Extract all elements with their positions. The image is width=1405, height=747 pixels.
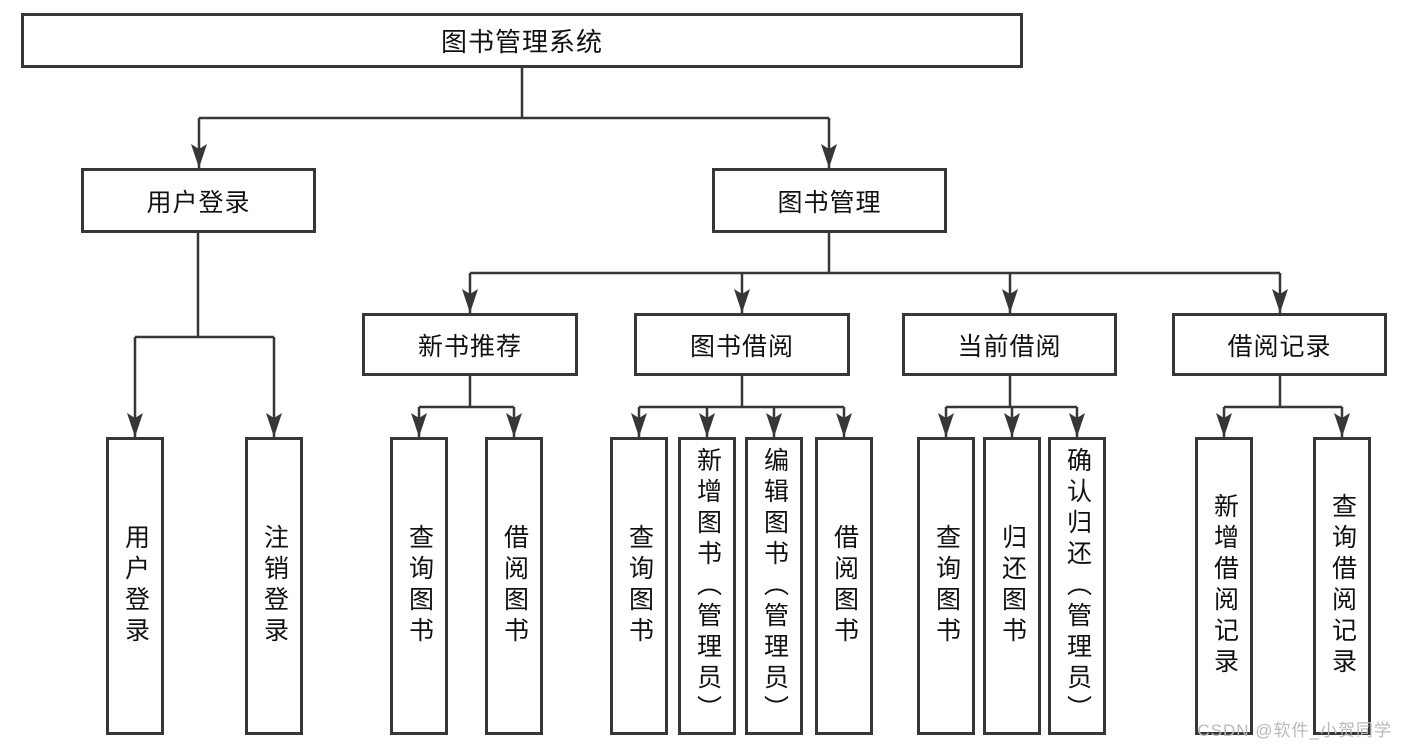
node-leaf-logout: 注销登录 xyxy=(245,437,303,735)
node-leaf-user-login: 用户登录 xyxy=(106,437,164,735)
node-leaf-query-books-recommend: 查询图书 xyxy=(390,437,448,735)
arrowhead-icons xyxy=(127,144,1350,437)
node-leaf-add-books-admin: 新增图书（管理员） xyxy=(678,437,736,735)
node-book-management: 图书管理 xyxy=(712,168,947,233)
node-library-system: 图书管理系统 xyxy=(21,13,1023,68)
node-user-login: 用户登录 xyxy=(81,168,316,233)
watermark: CSDN @软件_小贺同学 xyxy=(1197,721,1392,740)
node-leaf-add-borrow-record: 新增借阅记录 xyxy=(1195,437,1253,735)
node-leaf-edit-books-admin: 编辑图书（管理员） xyxy=(745,437,803,735)
node-leaf-return-books: 归还图书 xyxy=(983,437,1041,735)
node-leaf-borrow-books-recommend: 借阅图书 xyxy=(485,437,543,735)
node-leaf-query-books-borrow: 查询图书 xyxy=(610,437,668,735)
tree-edges xyxy=(133,68,1344,437)
node-book-borrow: 图书借阅 xyxy=(634,313,850,376)
node-leaf-query-books-current: 查询图书 xyxy=(917,437,975,735)
node-leaf-confirm-return-admin: 确认归还（管理员） xyxy=(1048,437,1106,735)
node-borrow-record: 借阅记录 xyxy=(1172,313,1387,376)
node-leaf-borrow-books: 借阅图书 xyxy=(815,437,873,735)
node-current-borrow: 当前借阅 xyxy=(902,313,1117,376)
node-new-book-recommend: 新书推荐 xyxy=(362,313,578,376)
node-leaf-query-borrow-record: 查询借阅记录 xyxy=(1313,437,1371,735)
